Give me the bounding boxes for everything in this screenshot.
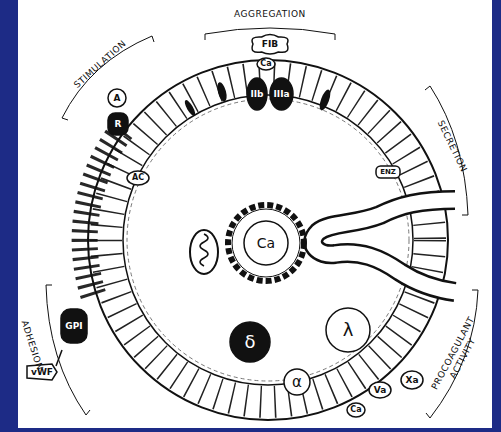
dense-granule-text: δ [244,333,255,351]
glycoprotein-text: IIb [250,90,263,99]
membrane-channels [106,78,430,402]
agonist-text: A [114,94,121,103]
dense-tubular-inner [232,209,300,277]
lysosome: λ [325,307,371,353]
enzyme-text: ENZ [380,169,396,176]
bracket [425,86,468,215]
bracket [62,36,154,120]
dense-tubules [85,130,122,300]
agonist: A [107,88,127,108]
mitochondrion [190,230,218,274]
function-heading: STIMULATION [72,38,129,90]
adenylate-cyclase: AC [126,170,150,186]
calcium-ion-text: Ca [260,60,271,68]
factor-va-text: Va [374,386,387,395]
glycoprotein-text: IIIa [273,90,289,99]
enzyme: ENZ [375,165,401,179]
receptor-text: R [115,120,122,129]
canaliculus-wall [313,200,455,292]
calcium-ion: Ca [346,402,366,418]
calcium-ion: Ca [256,57,276,71]
outer-membrane [88,60,448,420]
function-heading: SECRETION [435,119,469,174]
dense-blob [183,99,197,118]
adenylate-cyclase-text: AC [132,174,144,182]
fibrinogen: FIB [249,34,291,54]
receptor: R [107,112,129,136]
glycoprotein-i: GPI [60,308,88,344]
glycoprotein: IIIa [269,77,294,111]
function-heading: AGGREGATION [234,9,306,20]
calcium-store: Ca [243,220,289,266]
calcium-store-text: Ca [257,236,275,250]
inner-membrane [123,95,413,385]
adhesion-link [56,350,62,366]
bracket [46,285,90,415]
dense-granule: δ [229,321,271,363]
fibrinogen-text: FIB [262,40,278,49]
glycoprotein-i-text: GPI [65,322,82,331]
calcium-ion-text: Ca [350,406,361,414]
canaliculus-lumen [313,200,456,292]
dense-blob [216,81,229,102]
lysosome-text: λ [343,321,354,339]
factor-xa-text: Xa [405,376,418,385]
dense-tubular-system [228,205,304,281]
factor-va: Va [368,381,392,399]
function-heading: ADHESION [19,319,45,372]
function-heading: PROCOAGULANT ACTIVITY [429,315,487,398]
alpha-granule-text: α [292,375,302,390]
microtubule-band [127,99,409,381]
dense-blob [317,88,332,111]
mitochondrion-cristae [200,234,208,266]
glycoprotein: IIb [246,77,268,111]
factor-xa: Xa [400,370,424,390]
alpha-granule: α [283,368,311,396]
